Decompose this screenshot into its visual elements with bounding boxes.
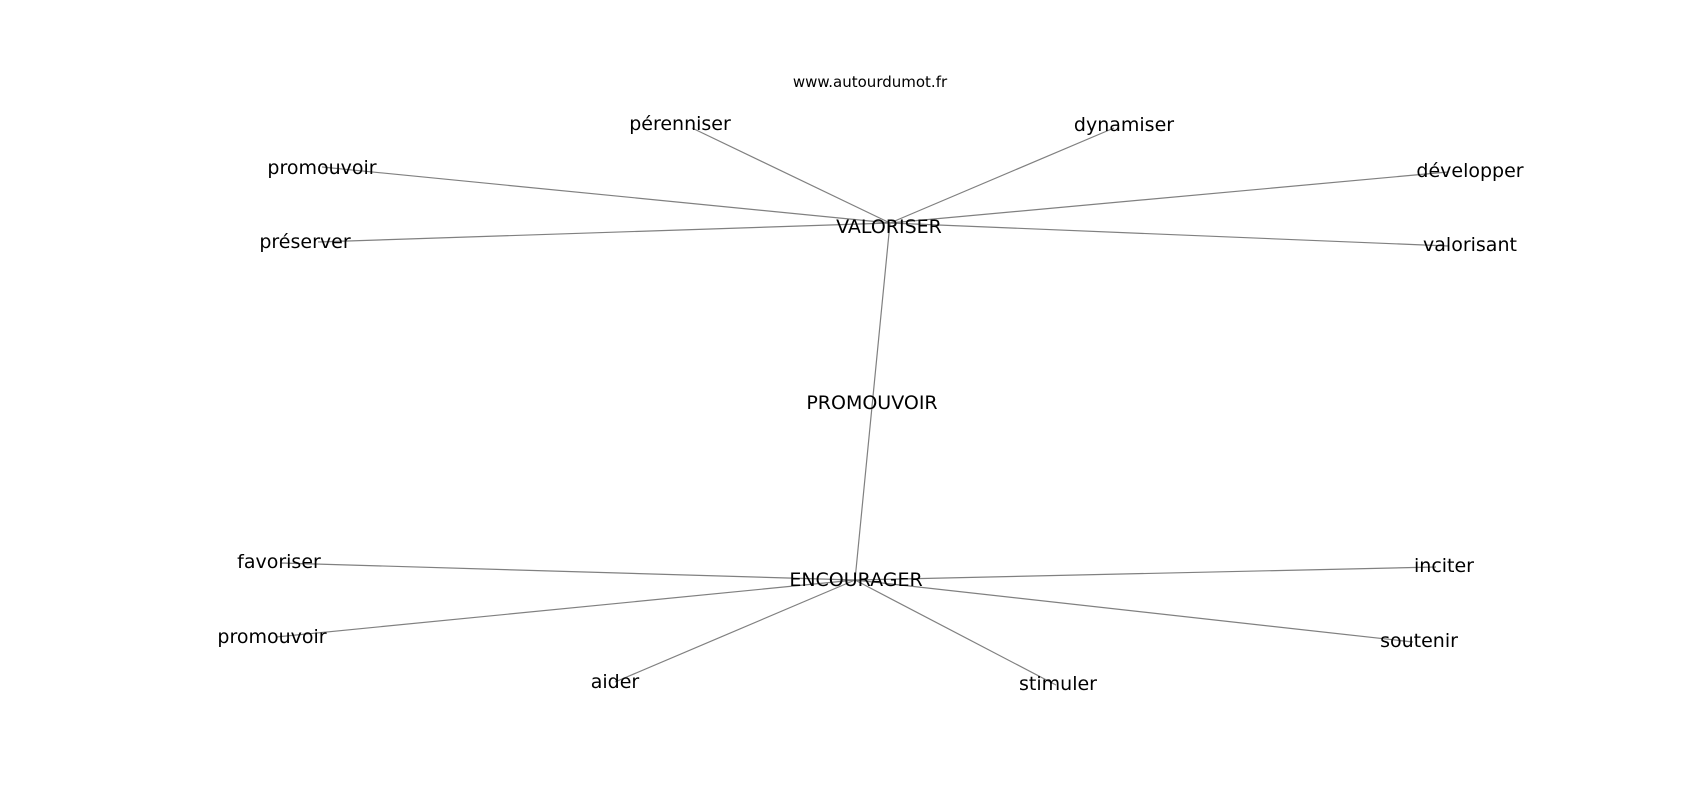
- edge-encourager-inciter: [854, 566, 1437, 581]
- node-valorisant[interactable]: valorisant: [1423, 234, 1517, 256]
- edge-encourager-soutenir: [854, 579, 1414, 643]
- edge-valoriser-developper: [889, 171, 1449, 224]
- node-perenniser[interactable]: pérenniser: [629, 113, 731, 135]
- node-dynamiser[interactable]: dynamiser: [1074, 114, 1174, 136]
- node-stimuler[interactable]: stimuler: [1019, 673, 1097, 695]
- edge-valoriser-perenniser: [691, 127, 891, 224]
- node-preserver[interactable]: préserver: [259, 231, 350, 253]
- edge-valoriser-dynamiser: [889, 127, 1115, 224]
- edge-valoriser-encourager: [854, 222, 891, 581]
- edge-valoriser-promouvoir_v: [321, 166, 891, 224]
- edge-valoriser-preserver: [317, 222, 891, 243]
- node-valoriser[interactable]: VALORISER: [836, 216, 942, 238]
- node-promouvoir-2[interactable]: promouvoir: [217, 626, 326, 648]
- source-label: www.autourdumot.fr: [793, 73, 948, 91]
- edges-layer: [275, 127, 1449, 686]
- node-developper[interactable]: développer: [1416, 160, 1523, 182]
- center-node-label[interactable]: PROMOUVOIR: [806, 392, 937, 414]
- edge-encourager-favoriser: [280, 562, 856, 581]
- node-encourager[interactable]: ENCOURAGER: [789, 569, 922, 591]
- node-soutenir[interactable]: soutenir: [1380, 630, 1458, 652]
- edge-encourager-promouvoir_e: [275, 579, 856, 638]
- node-favoriser[interactable]: favoriser: [237, 551, 321, 573]
- edge-valoriser-valorisant: [889, 222, 1449, 247]
- edge-encourager-stimuler: [854, 579, 1057, 686]
- node-aider[interactable]: aider: [591, 671, 640, 693]
- node-promouvoir-1[interactable]: promouvoir: [267, 157, 376, 179]
- edge-encourager-aider: [614, 579, 856, 683]
- labels-layer: PROMOUVOIR VALORISER ENCOURAGER pérennis…: [217, 113, 1523, 695]
- node-inciter[interactable]: inciter: [1414, 555, 1474, 577]
